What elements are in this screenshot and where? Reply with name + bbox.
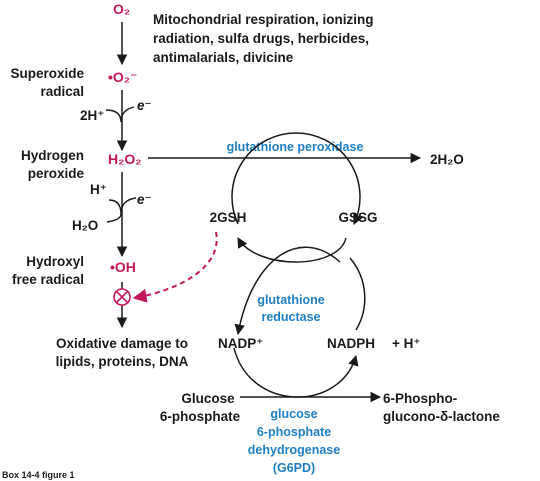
step1-protons: 2H⁺ bbox=[80, 108, 104, 123]
step2-cofactor-curve bbox=[106, 197, 137, 223]
g6pd-enzyme-line-1: glucose bbox=[270, 407, 317, 421]
lower-cycle-right-arc bbox=[349, 257, 366, 331]
nadp-label: NADP⁺ bbox=[218, 336, 263, 351]
lower-cycle-bottom-arc bbox=[233, 347, 359, 398]
figure-caption: Box 14-4 figure 1 bbox=[2, 470, 75, 480]
lactone-line-1: 6-Phospho- bbox=[383, 391, 457, 406]
upper-cycle-bottom-arc bbox=[237, 237, 347, 263]
sources-line-1: Mitochondrial respiration, ionizing bbox=[153, 12, 374, 27]
glutathione-peroxidase-label: glutathione peroxidase bbox=[227, 140, 364, 154]
hydrogen-peroxide-label-2: peroxide bbox=[28, 166, 85, 181]
reductase-label-1: glutathione bbox=[257, 293, 324, 307]
step1-cofactor-curve bbox=[105, 106, 135, 123]
superoxide-label-2: radical bbox=[40, 84, 84, 99]
nadph-plus-h: + H⁺ bbox=[392, 336, 421, 351]
superoxide-species: •O₂⁻ bbox=[108, 69, 137, 85]
hydroxyl-label-2: free radical bbox=[12, 272, 84, 287]
lactone-line-2: glucono-δ-lactone bbox=[383, 409, 500, 424]
gsh-label: 2GSH bbox=[210, 210, 247, 225]
inhibition-icon bbox=[113, 288, 131, 306]
lower-cycle-left-arc bbox=[234, 246, 341, 336]
o2-label: O₂ bbox=[113, 1, 130, 17]
g6pd-enzyme-line-4: (G6PD) bbox=[273, 461, 315, 475]
hydroxyl-label-1: Hydroxyl bbox=[26, 254, 84, 269]
nadph-label: NADPH bbox=[327, 336, 375, 351]
h2o-left: H₂O bbox=[72, 218, 98, 233]
step2-electron: e⁻ bbox=[137, 192, 152, 207]
sources-line-2: radiation, sulfa drugs, herbicides, bbox=[153, 31, 369, 46]
oh-species: •OH bbox=[110, 259, 136, 275]
superoxide-label-1: Superoxide bbox=[10, 66, 84, 81]
sources-line-3: antimalarials, divicine bbox=[153, 50, 294, 65]
h2o-right: 2H₂O bbox=[430, 152, 464, 167]
damage-line-1: Oxidative damage to bbox=[56, 336, 188, 351]
h2o2-species: H₂O₂ bbox=[108, 151, 141, 167]
g6pd-enzyme-line-3: dehydrogenase bbox=[248, 443, 340, 457]
step1-electron: e⁻ bbox=[137, 98, 152, 113]
damage-line-2: lipids, proteins, DNA bbox=[56, 354, 189, 369]
g6pd-enzyme-line-2: 6-phosphate bbox=[257, 425, 331, 439]
step2-proton: H⁺ bbox=[90, 182, 107, 197]
hydrogen-peroxide-label-1: Hydrogen bbox=[21, 148, 84, 163]
glucose-6p-line-2: 6-phosphate bbox=[160, 409, 241, 424]
upper-cycle-top-arc bbox=[231, 132, 363, 225]
gssg-label: GSSG bbox=[338, 210, 377, 225]
glucose-6p-line-1: Glucose bbox=[181, 391, 235, 406]
reductase-label-2: reductase bbox=[261, 310, 320, 324]
gsh-inhibition-dashed-arrow bbox=[132, 231, 218, 303]
